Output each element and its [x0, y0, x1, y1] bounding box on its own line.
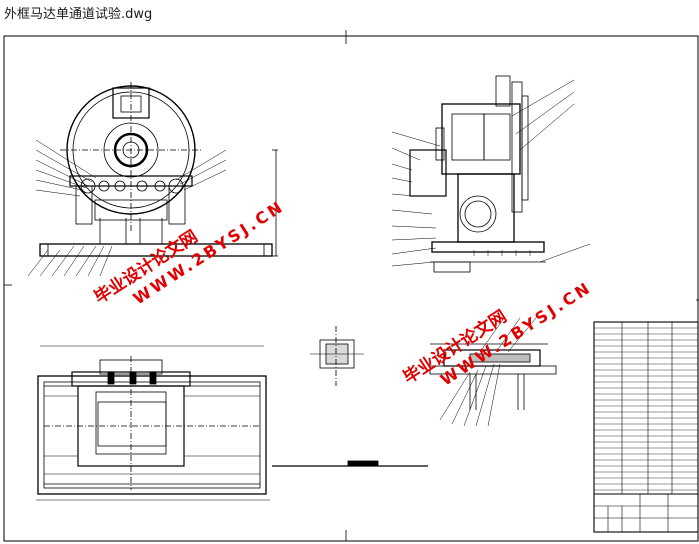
section-detail-view [429, 317, 557, 427]
scale-bar [272, 460, 428, 467]
side-elevation-view [391, 75, 591, 273]
cad-drawing-canvas[interactable]: 毕业设计论文网 WWW.2BYSJ.CN 毕业设计论文网 WWW.2BYSJ.C… [0, 26, 699, 544]
window-titlebar: 外框马达单通道试验.dwg [0, 0, 699, 26]
watermark-upper: 毕业设计论文网 WWW.2BYSJ.CN [90, 196, 288, 308]
plan-view [36, 345, 270, 501]
detail-small-coupling [310, 326, 364, 386]
front-view-flange [27, 82, 278, 277]
title-block-table [593, 321, 699, 533]
watermark-lower: 毕业设计论文网 WWW.2BYSJ.CN [399, 277, 595, 389]
parts-list-rows [594, 327, 698, 491]
window-title: 外框马达单通道试验.dwg [4, 7, 153, 22]
